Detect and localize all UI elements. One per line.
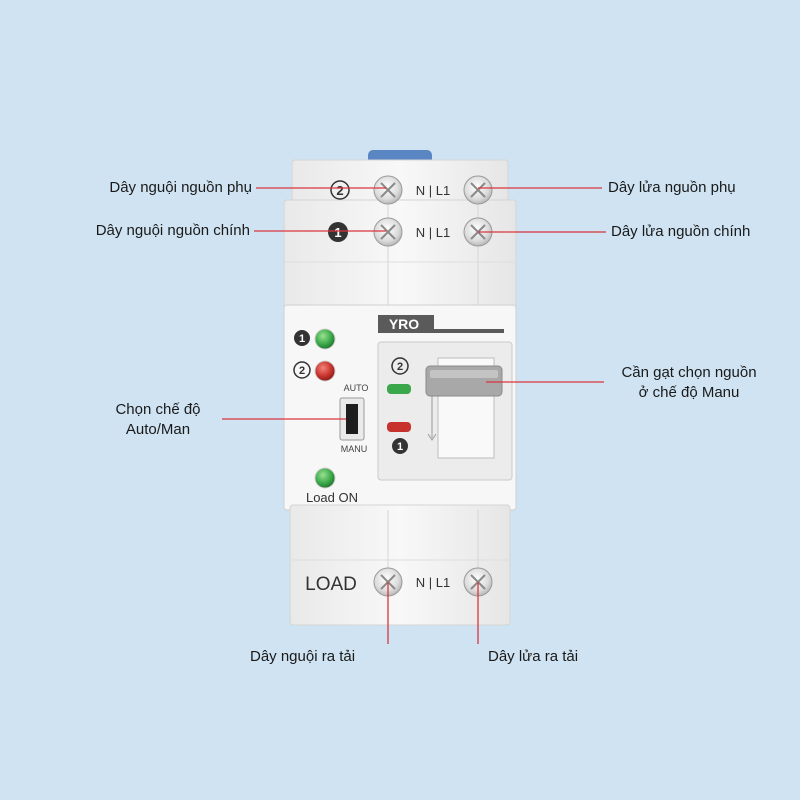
callout-live-main: Dây lửa nguồn chính: [611, 223, 751, 240]
lever-marker-bottom-icon: [392, 438, 408, 454]
callout-mode-select-line2: Auto/Man: [125, 421, 191, 438]
source2-indicator-marker: 2: [299, 365, 305, 377]
source1-green-led: [314, 328, 336, 350]
mode-auto-label: AUTO: [344, 383, 369, 393]
brand-logo: [378, 315, 434, 333]
lever-marker-top-icon: [391, 357, 409, 375]
source1-marker: 1: [334, 225, 341, 240]
screw-icon: [373, 175, 403, 205]
terminal-label-main: N | L1: [416, 225, 450, 240]
bottom-body: [289, 504, 511, 626]
terminal-label-load: N | L1: [416, 575, 450, 590]
brand-text: YRO: [389, 316, 419, 332]
lever-red-flag: [387, 422, 411, 432]
load-on-led: [314, 467, 336, 489]
second-tier-body: [283, 199, 517, 311]
load-label: LOAD: [305, 574, 357, 595]
lever-marker-top: 2: [397, 361, 403, 373]
callout-lever: Cần gạt chọn nguồn ở chế độ Manu: [604, 363, 774, 403]
screw-icon: [463, 175, 493, 205]
source2-marker: 2: [336, 183, 343, 198]
screw-icon: [373, 217, 403, 247]
callout-neutral-main: Dây nguội nguồn chính: [95, 222, 250, 239]
callout-live-backup: Dây lửa nguồn phụ: [608, 179, 736, 196]
source1-indicator-marker: 1: [299, 333, 305, 345]
source2-marker-icon: [330, 180, 350, 200]
load-on-label: Load ON: [306, 490, 358, 505]
mode-manu-label: MANU: [341, 444, 368, 454]
callout-lines: [222, 187, 606, 644]
terminal-label-top: N | L1: [416, 183, 450, 198]
lever-green-flag: [387, 384, 411, 394]
callout-mode-select-line1: Chọn chế độ: [115, 401, 201, 418]
source1-marker-icon: [328, 222, 348, 242]
callout-live-load: Dây lửa ra tải: [488, 648, 579, 665]
source2-red-led: [314, 360, 336, 382]
callout-neutral-load: Dây nguội ra tải: [250, 648, 356, 665]
callout-neutral-backup: Dây nguội nguồn phụ: [109, 179, 252, 196]
lever-marker-bottom: 1: [397, 441, 403, 453]
callout-lever-line1: Cần gạt chọn nguồn: [621, 364, 757, 381]
source1-indicator-marker-icon: [294, 330, 310, 346]
callout-mode-select: Chọn chế độ Auto/Man: [88, 400, 228, 440]
source2-indicator-marker-icon: [293, 361, 311, 379]
callout-lever-line2: ở chế độ Manu: [638, 384, 740, 401]
